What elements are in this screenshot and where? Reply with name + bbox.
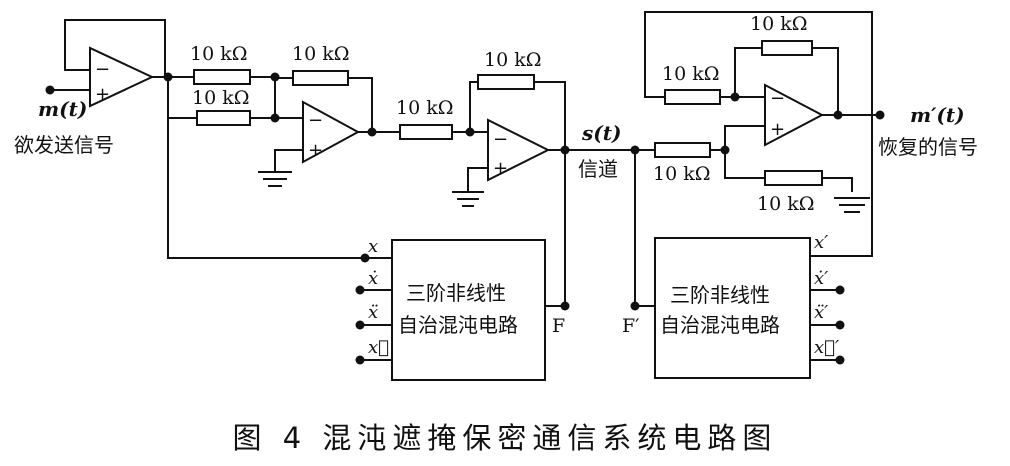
resistor-label: 10 kΩ [662,63,719,85]
receiver-pin-x-tdot: x⃛′ [814,337,839,358]
resistor-label: 10 kΩ [192,87,249,109]
resistor-r7 [764,170,823,186]
transmitter-pin-x-ddot: ẍ [368,302,378,323]
opamps [89,46,825,182]
opamp-minus-sign: − [308,110,323,131]
channel-description: 信道 [578,157,618,181]
grounds [258,171,870,213]
resistor-label: 10 kΩ [190,43,247,65]
transmitter-pin-x-dot: ẋ [368,268,378,289]
transmitter-terminal-label: F [552,315,565,337]
opamp-plus-sign: + [308,140,323,161]
resistor-label: 10 kΩ [757,193,814,215]
ground-icon [258,171,292,187]
nodes [45,72,885,365]
buffer-opamp [89,46,155,108]
receiver-block-line1: 三阶非线性 [670,283,770,307]
resistor-r1 [193,69,251,85]
resistor-r9-feedback [761,40,813,56]
receiver-opamp [764,83,825,147]
transmitter-pin-x: x [368,236,378,257]
resistor-label: 10 kΩ [484,49,541,71]
transmitter-block-line2: 自治混沌电路 [398,313,518,337]
transmitter-block-line1: 三阶非线性 [406,281,506,305]
resistor-r5-feedback [477,74,535,90]
opamp-plus-sign: + [493,158,508,179]
opamp-plus-sign: + [770,119,785,140]
opamp-minus-sign: − [493,129,508,150]
resistor-r4 [399,124,453,140]
figure-caption: 图 4 混沌遮掩保密通信系统电路图 [233,421,778,455]
resistor-label: 10 kΩ [396,97,453,119]
output-signal-description: 恢复的信号 [878,135,978,159]
channel-signal-label: s(t) [581,121,621,145]
resistor-label: 10 kΩ [653,163,710,185]
input-signal-label: m(t) [38,97,87,121]
transmitter-pin-x-tdot: x⃛ [368,337,389,358]
output-signal-label: m′(t) [910,103,965,127]
opamp-minus-sign: − [95,59,110,80]
input-signal-description: 欲发送信号 [14,133,114,157]
resistor-label: 10 kΩ [292,43,349,65]
opamp-plus-sign: + [95,84,110,105]
transmitter-chaos-circuit-block [391,239,546,381]
receiver-pin-x: x′ [814,232,828,253]
receiver-terminal-label: F′ [622,315,640,337]
opamp-signs: − + − + − + − + [95,59,785,179]
receiver-chaos-circuit-block [654,237,811,379]
resistor-r2 [196,110,251,126]
resistor-r3-feedback [292,70,349,86]
resistors [193,40,823,186]
receiver-pin-x-ddot: ẍ′ [814,302,828,323]
resistor-labels: 10 kΩ 10 kΩ 10 kΩ 10 kΩ 10 kΩ 10 kΩ 10 k… [190,13,814,215]
resistor-r8 [664,89,721,105]
receiver-block-line2: 自治混沌电路 [660,313,780,337]
ground-icon [834,197,870,213]
ground-icon [452,191,484,207]
opamp-minus-sign: − [770,88,785,109]
summing-opamp [302,100,361,164]
inverting-opamp [487,118,551,182]
resistor-r6 [654,142,711,158]
receiver-pin-x-dot: ẋ′ [814,268,828,289]
resistor-label: 10 kΩ [750,13,807,35]
